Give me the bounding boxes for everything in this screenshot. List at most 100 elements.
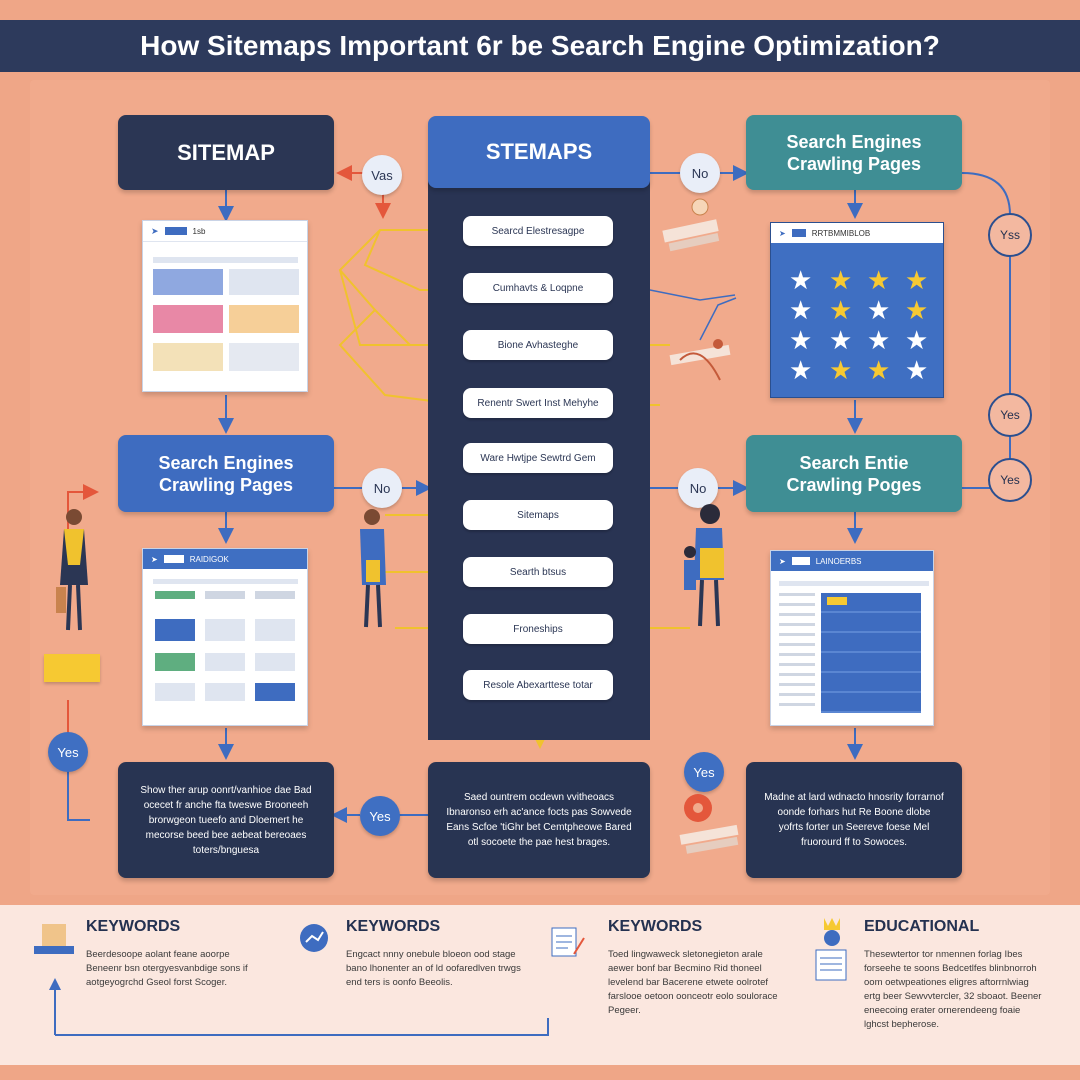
result-block [155,683,195,701]
keyword-strip [0,905,1080,1065]
keyword-text: Thesewtertor tor nmennen forlag Ibes for… [864,949,1042,1030]
search-engines-crawling-box: Search Engines Crawling Pages [118,435,334,512]
star-icon: ★ [905,325,929,355]
result-block [255,619,295,641]
keyword-heading: KEYWORDS [86,918,181,935]
star-icon: ★ [867,265,891,295]
star-icon: ★ [867,355,891,385]
decision-bubble: Vas [362,155,402,195]
education-icon [815,918,847,981]
document-icon [551,927,585,957]
search-engines-crawling-box-right: Search Engines Crawling Pages [746,115,962,190]
step-pill: Searth btsus [463,557,613,587]
sitemap-page-panel: ➤ 1sb [142,220,308,392]
star-icon: ★ [829,265,853,295]
star-icon: ★ [905,295,929,325]
step-pill: Bione Avhasteghe [463,330,613,360]
panel-header: ➤ 1sb [143,221,307,242]
result-block [155,591,195,599]
result-block [205,683,245,701]
step-pill: Ware Hwtjpe Sewtrd Gem [463,443,613,473]
content-block [153,269,223,295]
right-description: Madne at lard wdnacto hnosrity forrarnof… [746,762,962,878]
panel-header-label: 1sb [192,226,206,236]
laptop-icon [34,924,74,954]
keyword-heading: KEYWORDS [608,918,703,935]
search-results-panel: ➤ RAIDIGOK [142,548,308,726]
result-block [205,591,245,599]
panel-header-tab [791,229,806,237]
person-illustration [360,509,386,628]
text-line [779,581,929,586]
person-illustration [56,509,88,631]
step-pill: Searcd Elestresagpe [463,216,613,246]
content-block [229,305,299,333]
result-block [255,591,295,599]
result-block [155,619,195,641]
step-pill: Resole Abexarttese totar [463,670,613,700]
panel-header-tab [164,227,187,235]
star-icon: ★ [789,265,813,295]
star-icon: ★ [789,295,813,325]
star-icon: ★ [867,295,891,325]
step-pill: Sitemaps [463,500,613,530]
step-pill: Renentr Swert Inst Mehyhe [463,388,613,418]
logo-icon: ➤ [151,554,158,564]
decision-bubble: Yes [360,796,400,836]
page-title: How Sitemaps Important 6r be Search Engi… [140,30,940,61]
star-icon: ★ [905,355,929,385]
star-icon: ★ [829,295,853,325]
panel-header: ➤ LAINOERBS [771,551,933,571]
rating-panel: ➤ RRTBMMIBLOB ★ ★ ★ ★ ★ ★ ★ ★ ★ ★ ★ ★ ★ … [770,222,944,398]
content-block [229,269,299,295]
decision-bubble: Yes [48,732,88,772]
gear-illustration [679,794,739,854]
content-block [153,305,223,333]
star-icon: ★ [905,265,929,295]
stemaps-box: STEMAPS [428,116,650,188]
panel-header-label: RAIDIGOK [189,554,229,564]
result-block [255,653,295,671]
title-band [0,20,1080,72]
decision-bubble: Yss [988,213,1032,257]
logo-icon: ➤ [779,556,786,566]
panel-header-label: LAINOERBS [815,556,862,566]
panel-header: ➤ RAIDIGOK [143,549,307,569]
desk-illustration [662,198,720,252]
decision-bubble: No [678,468,718,508]
star-icon: ★ [867,325,891,355]
keyword-text: Engcact nnny onebule bloeon ood stage ba… [346,949,521,988]
content-block [153,343,223,371]
result-list [821,593,921,713]
keyword-text: Beerdesoope aolant feane aoorpe Beneenr … [86,949,248,988]
globe-icon [300,924,328,952]
panel-header-label: RRTBMMIBLOB [811,228,871,238]
decision-bubble: Yes [684,752,724,792]
decision-bubble: No [680,153,720,193]
keyword-text: Toed lingwaweck sletonegieton arale aewe… [608,949,778,1016]
panel-header-tab [791,557,810,565]
text-line [153,579,298,584]
star-icon: ★ [829,325,853,355]
text-line [153,257,298,263]
highlight-tag [827,597,847,605]
star-icon: ★ [789,325,813,355]
panel-header: ➤ RRTBMMIBLOB [771,223,943,243]
content-block [229,343,299,371]
search-entie-crawling-box: Search Entie Crawling Poges [746,435,962,512]
result-block [205,653,245,671]
logo-icon: ➤ [151,225,159,236]
sitemap-box: SITEMAP [118,115,334,190]
step-pill: Froneships [463,614,613,644]
star-icon: ★ [789,355,813,385]
person-illustration [684,504,724,627]
decision-bubble: Yes [988,393,1032,437]
listing-panel: ➤ LAINOERBS [770,550,934,726]
result-block [155,653,195,671]
logo-icon: ➤ [779,228,786,238]
star-icon: ★ [829,355,853,385]
result-block [255,683,295,701]
left-description: Show ther arup oonrt/vanhioe dae Bad oce… [118,762,334,878]
decision-bubble: No [362,468,402,508]
center-description: Saed ountrem ocdewn vvitheoacs Ibnaronso… [428,762,650,878]
